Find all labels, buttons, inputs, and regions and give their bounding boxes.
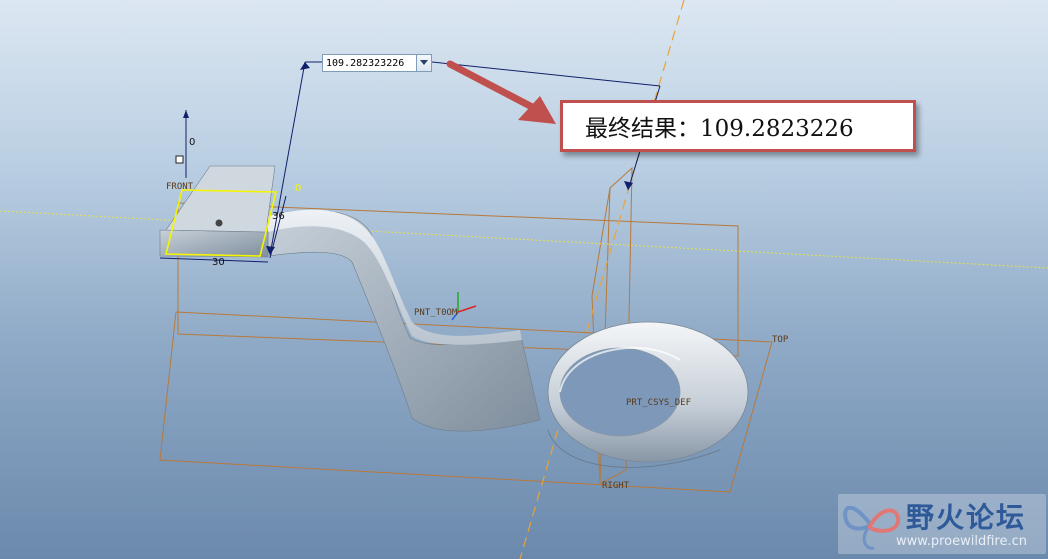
drag-handle[interactable] [175,155,184,164]
dim-width-value[interactable]: 30 [212,257,225,268]
watermark-url: www.proewildfire.cn [896,534,1027,549]
dim-offset-b-value[interactable]: 0 [295,183,302,194]
dim-height-value[interactable]: 36 [272,211,285,222]
chevron-down-icon [420,60,428,65]
dropdown-button[interactable] [416,55,431,71]
dimension-value-text[interactable]: 109.282323226 [326,57,405,69]
result-callout-text: 最终结果：109.2823226 [585,116,854,142]
pnt-marker [451,292,477,321]
datum-plane-top[interactable] [177,202,739,357]
dimension-value-editor[interactable]: 109.282323226 [322,54,432,72]
dim-offset-a-value[interactable]: 0 [189,137,196,148]
watermark: 野火论坛 www.proewildfire.cn [838,494,1046,554]
sketch-point [215,219,223,227]
part-arm-top [268,209,522,345]
annotation-arrow [446,60,556,124]
sketch-selection[interactable] [164,189,278,257]
label-right: RIGHT [602,481,630,491]
watermark-title: 野火论坛 [906,501,1027,534]
label-csys: PRT_CSYS_DEF [626,398,692,408]
datum-axis-horizontal[interactable] [0,210,1048,269]
datum-plane-front[interactable] [159,311,773,493]
part-base-block[interactable] [159,165,276,258]
label-front: FRONT [166,182,194,192]
butterfly-logo-icon [843,505,901,550]
part-ring[interactable] [547,321,749,468]
datum-axis-vertical[interactable] [519,0,685,559]
label-top: TOP [772,335,789,345]
label-pnt: PNT_T0OM [414,308,458,318]
result-callout: 最终结果：109.2823226 [560,100,916,152]
part-arm[interactable] [267,209,541,432]
dimension-arrows [183,62,633,255]
